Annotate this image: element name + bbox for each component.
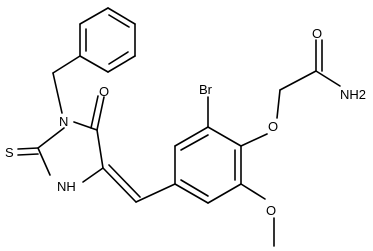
atom-label-br: Br [199,82,213,97]
bond [174,183,209,204]
atom-labels: N O S NH Br O O NH2 O [5,26,366,218]
bond [276,89,281,119]
bond [37,147,51,176]
bond [90,95,99,129]
bond [207,183,242,204]
bond [174,126,209,147]
bond [52,55,81,74]
bond [279,70,317,91]
atom-label-n1: N [59,114,68,129]
bond [79,7,109,25]
bond [180,134,209,151]
bond [107,7,136,25]
bond [17,153,39,156]
bond [108,51,129,65]
bond [207,126,242,147]
atom-label-o-amide: O [312,26,322,41]
bond [52,72,63,114]
atom-label-s: S [5,145,14,160]
bond [240,183,266,200]
bonds [17,7,341,247]
atom-label-o-ring: O [99,84,109,99]
atom-label-o-methoxy: O [266,203,276,218]
bond [180,179,209,197]
atom-label-o-ether: O [268,119,278,134]
bond [37,127,65,149]
bond [17,147,39,150]
bond [315,70,341,87]
bond [108,14,130,28]
bond [96,129,104,169]
bond [96,96,105,131]
bond [82,167,104,183]
bond [73,121,98,131]
bond [102,167,137,203]
atom-label-nh: NH [57,179,76,194]
bond [135,183,176,203]
atom-label-nh2: NH2 [340,87,366,102]
bond [108,164,141,198]
bond [240,133,268,147]
bond [79,55,109,73]
bond [107,55,136,73]
